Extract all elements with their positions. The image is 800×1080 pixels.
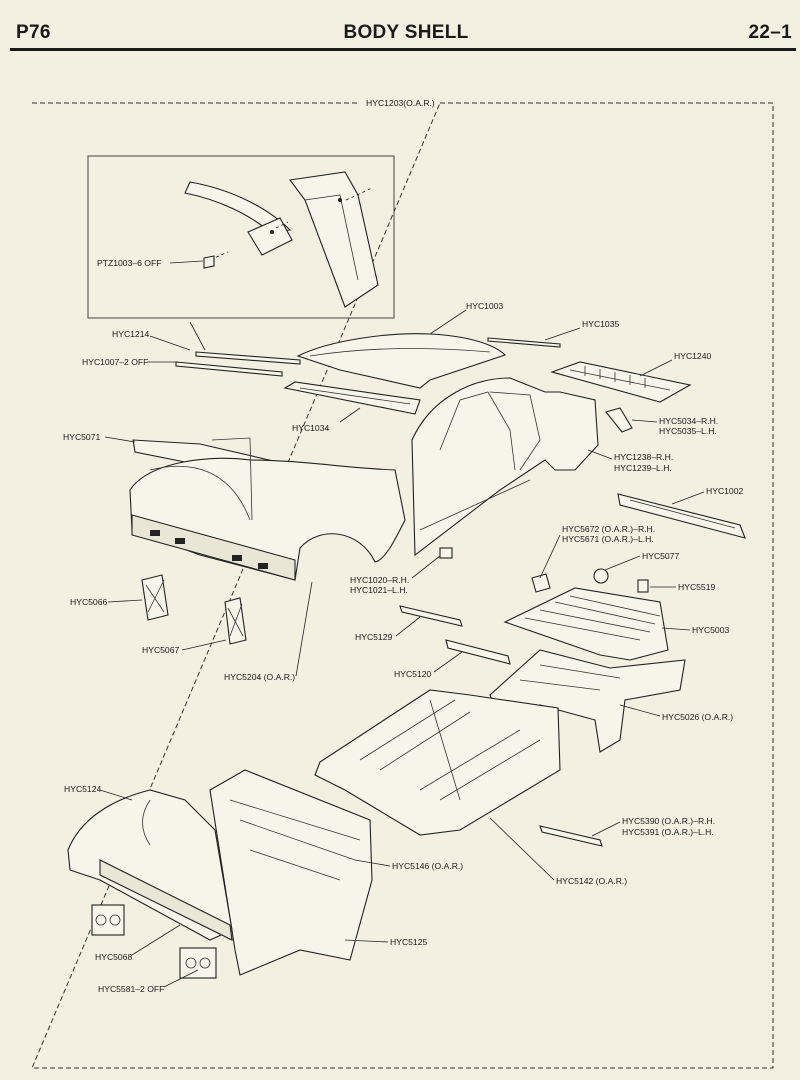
label-hyc5034: HYC5034–R.H.: [659, 416, 718, 426]
label-hyc5068: HYC5068: [95, 952, 132, 962]
roof-header-panel: [283, 381, 421, 415]
page-title: BODY SHELL: [343, 22, 469, 43]
callout-labels: PTZ1003–6 OFF HYC1214 HYC1007–2 OFF HYC1…: [63, 258, 743, 994]
corner-gusset: [605, 407, 633, 433]
front-apron: [67, 789, 233, 941]
crossmember-strip-a: [399, 605, 463, 627]
header-rule: [10, 48, 796, 51]
label-hyc1214: HYC1214: [112, 329, 149, 339]
label-hyc5066: HYC5066: [70, 597, 107, 607]
label-hyc1034: HYC1034: [292, 423, 329, 433]
label-hyc5519: HYC5519: [678, 582, 715, 592]
label-hyc5067: HYC5067: [142, 645, 179, 655]
roof-bow-detail: [184, 171, 379, 308]
rear-rail-extension: [539, 825, 603, 847]
label-hyc5077: HYC5077: [642, 551, 679, 561]
label-hyc5071: HYC5071: [63, 432, 100, 442]
label-hyc5391: HYC5391 (O.A.R.)–L.H.: [622, 827, 714, 837]
label-hyc5120: HYC5120: [394, 669, 431, 679]
label-hyc1240: HYC1240: [674, 351, 711, 361]
label-hyc5142: HYC5142 (O.A.R.): [556, 876, 627, 886]
label-hyc5124: HYC5124: [64, 784, 101, 794]
label-hyc5581: HYC5581–2 OFF: [98, 984, 164, 994]
section-number: 22–1: [748, 22, 792, 43]
label-hyc1035: HYC1035: [582, 319, 619, 329]
roof-rail-rear: [487, 337, 561, 348]
label-hyc1021: HYC1021–L.H.: [350, 585, 408, 595]
inset-detail-box: [87, 155, 395, 319]
label-hyc5003: HYC5003: [692, 625, 729, 635]
label-hyc1238: HYC1238–R.H.: [614, 452, 673, 462]
headlamp-panel-left: [91, 904, 125, 936]
drip-rail-lower: [175, 361, 283, 377]
label-hyc1007: HYC1007–2 OFF: [82, 357, 148, 367]
crossmember-strip-b: [445, 639, 511, 665]
leader-lines: [99, 260, 705, 988]
label-hyc5672: HYC5672 (O.A.R.)–R.H.: [562, 524, 655, 534]
front-bulkhead-structure: [209, 769, 373, 976]
rear-lamp-bracket-upper: [141, 574, 169, 621]
label-hyc5026: HYC5026 (O.A.R.): [662, 712, 733, 722]
drip-rail-upper: [195, 351, 301, 365]
roof-panel: [296, 333, 507, 389]
label-hyc5035: HYC5035–L.H.: [659, 426, 717, 436]
label-hyc5671: HYC5671 (O.A.R.)–L.H.: [562, 534, 654, 544]
headlamp-panel-right: [179, 947, 217, 979]
label-hyc5146: HYC5146 (O.A.R.): [392, 861, 463, 871]
label-hyc5129: HYC5129: [355, 632, 392, 642]
grommet: [593, 568, 609, 584]
rear-quarter-body: [129, 437, 406, 581]
label-hyc1239: HYC1239–L.H.: [614, 463, 672, 473]
page-header: P76 BODY SHELL 22–1: [0, 0, 800, 52]
main-floor-pan: [314, 689, 561, 836]
sill-panel: [617, 493, 746, 539]
label-hyc5125: HYC5125: [390, 937, 427, 947]
rear-window-panel: [550, 361, 692, 403]
label-hyc1003: HYC1003: [466, 301, 503, 311]
label-ptz1003: PTZ1003–6 OFF: [97, 258, 161, 268]
rear-lamp-bracket-lower: [224, 597, 247, 645]
body-side-frame: [411, 377, 599, 559]
label-hyc5390: HYC5390 (O.A.R.)–R.H.: [622, 816, 715, 826]
frame-label: HYC1203(O.A.R.): [366, 98, 435, 108]
label-hyc5204: HYC5204 (O.A.R.): [224, 672, 295, 682]
page-number: P76: [16, 22, 51, 43]
small-plate: [637, 579, 649, 593]
rear-floor-panel: [503, 587, 669, 661]
assembly-frame: [31, 102, 774, 1069]
label-hyc1002: HYC1002: [706, 486, 743, 496]
label-hyc1020: HYC1020–R.H.: [350, 575, 409, 585]
